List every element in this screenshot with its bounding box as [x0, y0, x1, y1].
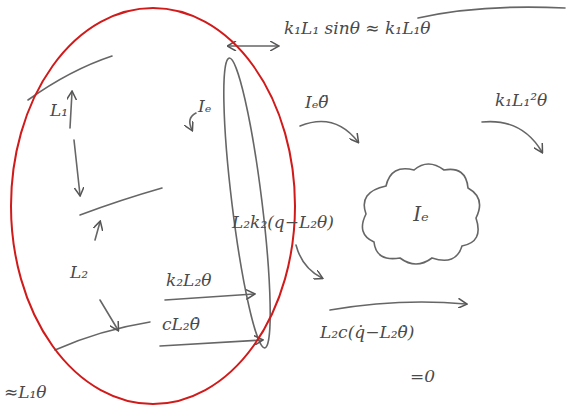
formula-label: cL₂θ̇ [162, 314, 200, 334]
body-cloud: Iₑ [356, 158, 486, 270]
formula-label: L₁ [50, 100, 68, 120]
formula-label: L₂k₂(q−L₂θ) [232, 212, 334, 232]
formula-label: k₁L₁²θ [495, 90, 547, 110]
formula-label: =0 [410, 366, 435, 386]
formula-label: L₂c(q̇−L₂θ̇) [320, 322, 414, 342]
formula-label: k₂L₂θ [166, 270, 211, 290]
formula-label: k₁L₁ sinθ ≈ k₁L₁θ [284, 18, 430, 38]
formula-label: Iₑθ̈ [305, 92, 329, 112]
formula-label: ≈L₁θ [4, 382, 47, 402]
formula-label: L₂ [70, 262, 88, 282]
formula-label: Iₑ [198, 96, 211, 116]
inertia-label: Iₑ [356, 202, 486, 226]
